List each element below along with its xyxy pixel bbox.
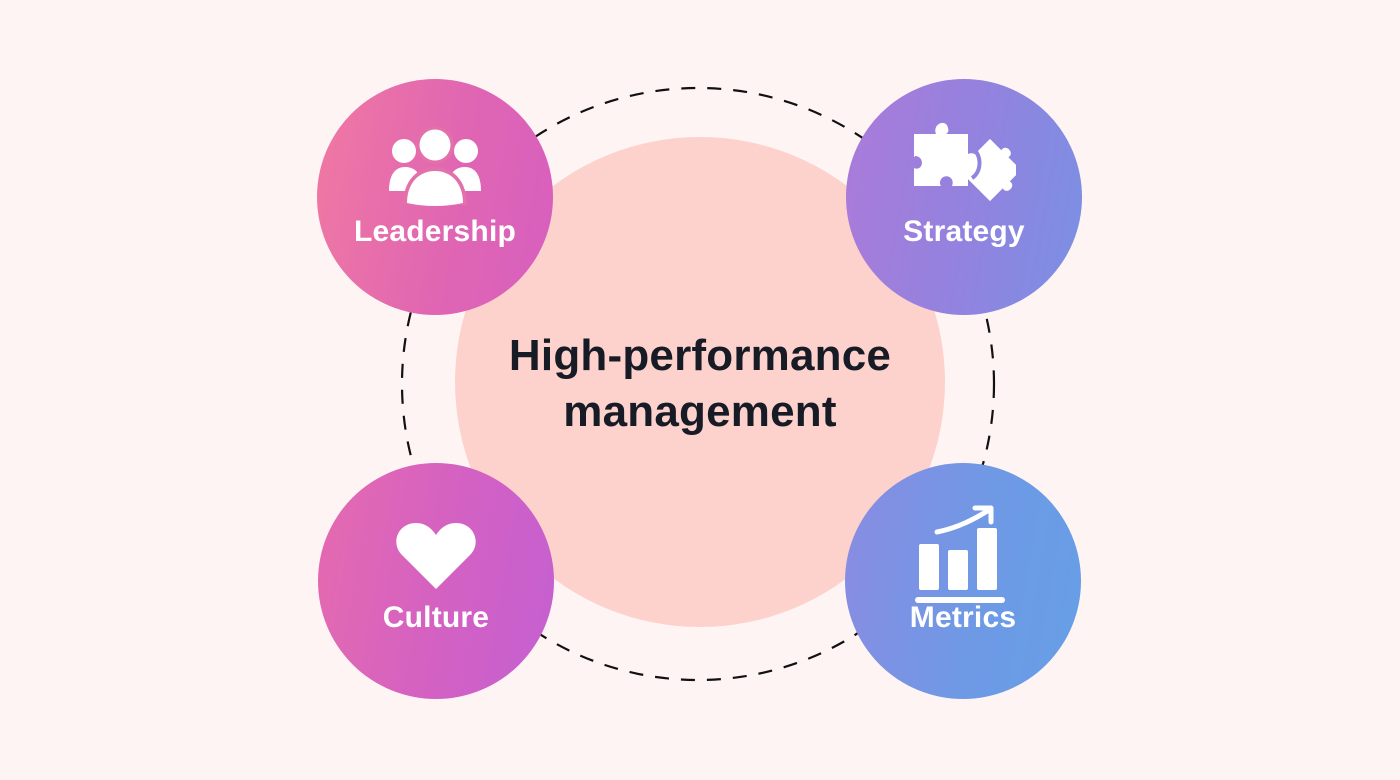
heart-icon [396,513,476,599]
node-label: Leadership [353,215,517,248]
node-metrics: Metrics [845,463,1081,699]
node-leadership: Leadership [317,79,553,315]
core-title-line-1: High-performance [508,331,892,380]
node-label: Metrics [909,601,1017,634]
node-culture: Culture [318,463,554,699]
people-group-icon [387,123,483,209]
node-label: Culture [382,601,490,634]
core-title-line-2: management [563,387,837,436]
node-strategy: Strategy [846,79,1082,315]
bar-chart-growth-icon [915,505,1011,603]
puzzle-pieces-icon [912,122,1016,209]
core-title: High-performance management [509,328,891,440]
node-label: Strategy [903,215,1025,248]
